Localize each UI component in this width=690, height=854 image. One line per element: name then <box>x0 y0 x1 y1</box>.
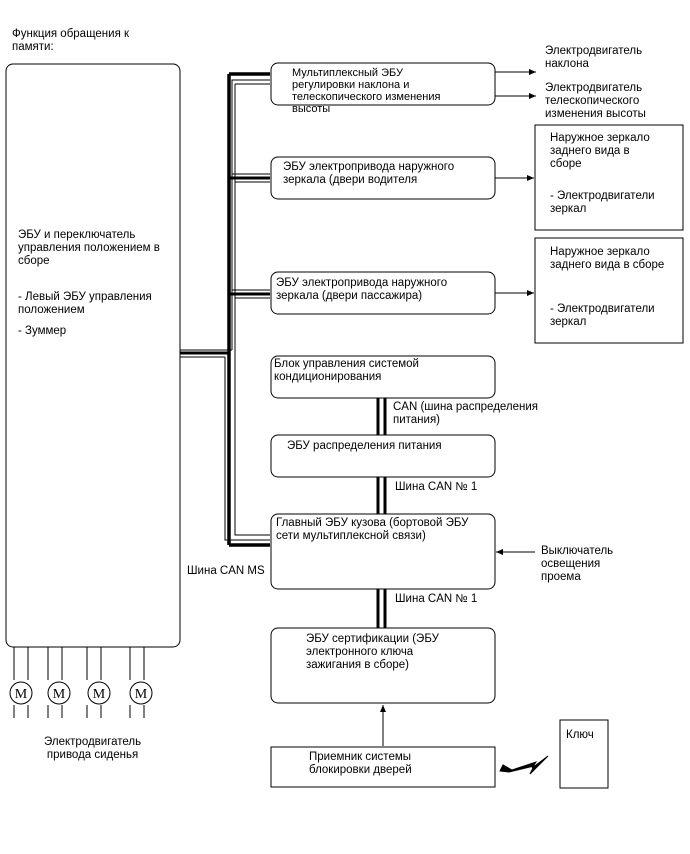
can-ms-bus-label: Шина CAN MS <box>187 565 265 577</box>
label-line: высоты <box>292 103 331 115</box>
motor-4-glyph: M <box>135 687 148 702</box>
label-line: кондиционирования <box>274 371 382 383</box>
label-line: освещения <box>541 558 601 570</box>
label-line: электронного ключа <box>306 646 414 658</box>
door-lock-receiver-box <box>270 746 496 788</box>
item-line: - Левый ЭБУ управления <box>18 291 152 303</box>
label-line: ЭБУ электропривода наружного <box>283 161 455 173</box>
ac-control-label: Блок управления системой кондиционирован… <box>274 358 419 384</box>
label-line: Главный ЭБУ кузова (бортовой ЭБУ <box>276 517 469 529</box>
label-line: зажигания в сборе) <box>306 659 409 671</box>
driver-mirror-assembly-title: Наружное зеркало заднего вида в сборе <box>550 132 650 171</box>
label-line: телескопического изменения <box>292 91 441 103</box>
driver-mirror-ecu-label: ЭБУ электропривода наружного зеркала (дв… <box>283 161 454 187</box>
label-line: сети мультиплексной связи) <box>276 530 426 542</box>
motor-3-glyph: M <box>93 687 106 702</box>
passenger-mirror-assembly-box <box>534 237 684 344</box>
tilt-telescopic-ecu-box <box>270 62 496 106</box>
label-line: Приемник системы <box>309 751 412 763</box>
label-line: ЭБУ электропривода наружного <box>276 277 448 289</box>
power-distribution-ecu-box <box>270 434 496 478</box>
can-vertical-links <box>376 398 387 628</box>
label-line: проема <box>541 571 581 583</box>
motor-2-glyph: M <box>53 687 66 702</box>
label-line: изменения высоты <box>545 108 646 120</box>
motor-1-glyph: M <box>15 687 28 702</box>
passenger-mirror-ecu-label: ЭБУ электропривода наружного зеркала (дв… <box>276 277 447 303</box>
label-line: телескопического <box>545 95 640 107</box>
label-line: Электродвигатель <box>545 82 643 94</box>
label-line: блокировки дверей <box>309 764 412 776</box>
label-line: зеркал <box>550 316 587 328</box>
title-line: ЭБУ и переключатель <box>18 229 136 241</box>
label-line: Блок управления системой <box>274 358 419 370</box>
passenger-mirror-assembly-title: Наружное зеркало заднего вида в сборе <box>550 246 664 272</box>
label-line: заднего вида в сборе <box>550 259 665 271</box>
memory-label-line: памяти: <box>12 41 54 53</box>
courtesy-switch-label: Выключатель освещения проема <box>541 545 613 584</box>
label-line: питания) <box>393 414 441 426</box>
buzzer-item: - Зуммер <box>18 325 67 337</box>
label-line: регулировки наклона и <box>292 79 410 91</box>
output-arrows <box>380 69 536 746</box>
certification-ecu-box <box>270 627 496 704</box>
label-line: CAN (шина распределения <box>393 401 539 413</box>
label-line: Наружное зеркало <box>550 132 650 144</box>
telescopic-motor-label: Электродвигатель телескопического измене… <box>545 82 646 121</box>
left-ecu-item: - Левый ЭБУ управления положением <box>18 291 152 317</box>
label-line: Электродвигатель <box>545 45 643 57</box>
label-line: Выключатель <box>541 545 614 557</box>
label-line: привода сиденья <box>46 749 139 761</box>
label-line: - Электродвигатели <box>550 190 655 202</box>
can-bus-1-label-b: Шина CAN № 1 <box>395 593 478 605</box>
ac-control-box <box>270 355 496 399</box>
main-body-ecu-label: Главный ЭБУ кузова (бортовой ЭБУ сети му… <box>276 517 468 543</box>
memory-label-line: Функция обращения к <box>12 28 130 40</box>
power-distribution-ecu-label: ЭБУ распределения питания <box>287 440 442 452</box>
label-line: зеркала (двери пассажира) <box>276 290 423 302</box>
driver-mirror-motors-item: - Электродвигатели зеркал <box>550 190 655 216</box>
key-box <box>559 719 609 789</box>
can-bus-1-label-a: Шина CAN № 1 <box>395 481 478 493</box>
label-line: заднего вида в <box>550 145 630 157</box>
position-control-title: ЭБУ и переключатель управления положение… <box>18 229 160 268</box>
title-line: сборе <box>18 255 50 267</box>
title-line: управления положением в <box>18 242 160 254</box>
position-control-block <box>5 63 181 648</box>
certification-ecu-label: ЭБУ сертификации (ЭБУ электронного ключа… <box>306 633 439 672</box>
wireless-signal-icon <box>499 755 549 775</box>
seat-motor-label: Электродвигатель привода сиденья <box>44 736 141 762</box>
can-ms-bus <box>180 72 270 547</box>
item-line: положением <box>18 304 85 316</box>
tilt-ecu-label: Мультиплексный ЭБУ регулировки наклона и… <box>292 67 440 115</box>
label-line: Мультиплексный ЭБУ <box>292 67 403 79</box>
passenger-mirror-motors-item: - Электродвигатели зеркал <box>550 303 655 329</box>
driver-mirror-assembly-box <box>534 124 684 231</box>
can-power-bus-label: CAN (шина распределения питания) <box>393 401 538 427</box>
label-line: сборе <box>550 158 582 170</box>
label-line: наклона <box>545 58 589 70</box>
key-label: Ключ <box>566 729 594 741</box>
main-body-ecu-box <box>270 513 496 590</box>
seat-motors <box>9 647 153 718</box>
memory-function-label: Функция обращения к памяти: <box>12 28 129 54</box>
label-line: - Электродвигатели <box>550 303 655 315</box>
label-line: зеркала (двери водителя <box>283 174 418 186</box>
label-line: ЭБУ сертификации (ЭБУ <box>306 633 439 645</box>
tilt-motor-label: Электродвигатель наклона <box>545 45 642 71</box>
label-line: Наружное зеркало <box>550 246 650 258</box>
door-lock-receiver-label: Приемник системы блокировки дверей <box>309 751 412 777</box>
label-line: Электродвигатель <box>44 736 142 748</box>
label-line: зеркал <box>550 203 587 215</box>
